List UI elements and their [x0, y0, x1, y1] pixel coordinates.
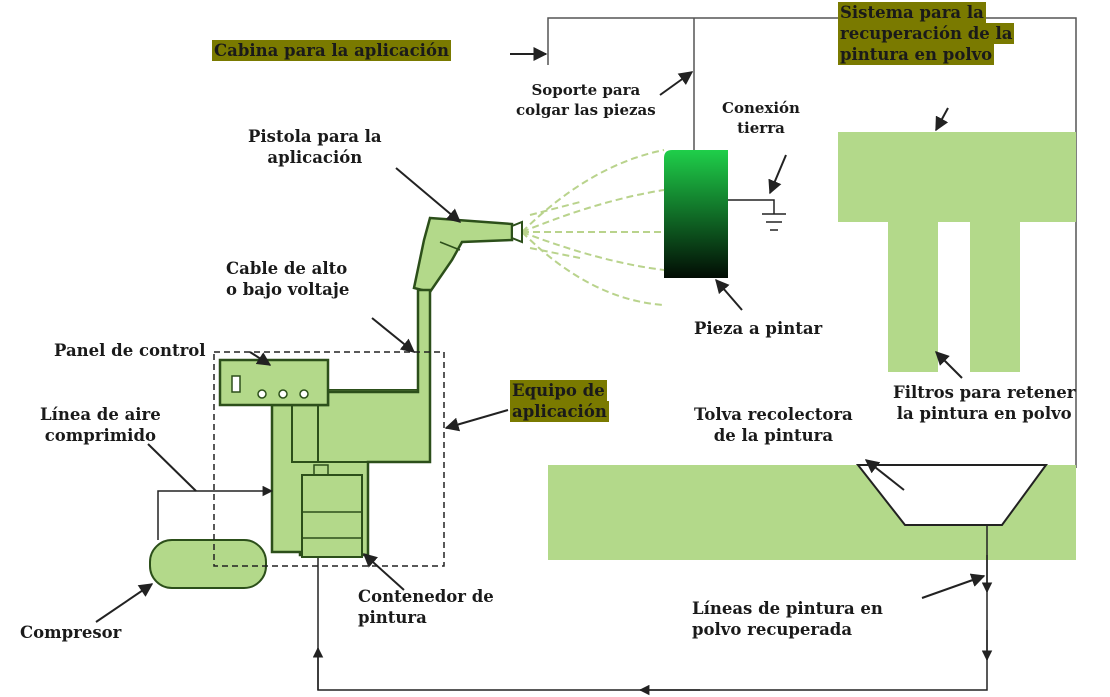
ground-symbol	[728, 199, 786, 231]
label-tolva: Tolva recolectora de la pintura	[694, 404, 853, 446]
label-cable-line-1: Cable de alto	[226, 259, 348, 278]
label-tolva-line-1: Tolva recolectora	[694, 405, 853, 424]
label-compresor: Compresor	[20, 622, 121, 643]
label-sistema-line-1: Sistema para la	[838, 2, 986, 23]
panel-knob-2	[278, 389, 288, 399]
high-voltage-cable	[320, 290, 423, 395]
label-pointers	[95, 47, 986, 623]
panel-knob-1	[257, 389, 267, 399]
label-contenedor-line-2: pintura	[358, 608, 427, 627]
spray-gun	[412, 216, 523, 294]
container-connector	[313, 464, 329, 476]
part-to-paint	[664, 150, 728, 278]
label-sistema-line-3: pintura en polvo	[838, 44, 995, 65]
label-linea-aire: Línea de aire comprimido	[40, 404, 161, 446]
label-filtros-line-1: Filtros para retener	[893, 383, 1076, 402]
label-linea-aire-line-2: comprimido	[44, 426, 156, 445]
label-sistema: Sistema para la recuperación de la pintu…	[838, 2, 1015, 65]
filter-left	[888, 222, 938, 372]
label-equipo-line-1: Equipo de	[510, 380, 607, 401]
label-tolva-line-2: de la pintura	[713, 426, 834, 445]
label-filtros-line-2: la pintura en polvo	[896, 404, 1072, 423]
label-soporte-line-2: colgar las piezas	[516, 101, 656, 119]
panel-display	[231, 375, 241, 393]
label-compresor-text: Compresor	[20, 623, 122, 642]
label-pistola-line-1: Pistola para la	[248, 127, 382, 146]
label-linea-aire-line-1: Línea de aire	[40, 405, 161, 424]
label-pieza: Pieza a pintar	[694, 318, 822, 339]
label-contenedor-line-1: Contenedor de	[358, 587, 494, 606]
internal-pipe	[291, 405, 368, 463]
label-pistola-line-2: aplicación	[267, 148, 363, 167]
compressor-tank	[149, 539, 267, 589]
label-conexion-line-2: tierra	[737, 119, 785, 137]
control-panel-box	[218, 358, 330, 407]
paint-container	[301, 474, 363, 558]
label-cabina-text: Cabina para la aplicación	[212, 40, 451, 61]
powder-return-line	[317, 525, 988, 691]
collection-hopper	[855, 464, 1048, 526]
filter-right	[970, 222, 1020, 372]
label-pieza-text: Pieza a pintar	[694, 319, 823, 338]
label-pistola: Pistola para la aplicación	[248, 126, 382, 168]
label-sistema-line-2: recuperación de la	[838, 23, 1015, 44]
label-contenedor: Contenedor de pintura	[358, 586, 494, 628]
label-filtros: Filtros para retener la pintura en polvo	[893, 382, 1075, 424]
label-soporte: Soporte para colgar las piezas	[516, 80, 656, 120]
compressed-air-line	[157, 485, 274, 540]
label-conexion: Conexión tierra	[722, 98, 800, 138]
label-equipo: Equipo de aplicación	[510, 380, 609, 422]
label-lineas-pintura: Líneas de pintura en polvo recuperada	[692, 598, 883, 640]
label-cable-line-2: o bajo voltaje	[226, 280, 350, 299]
application-equipment-boundary	[213, 351, 445, 567]
label-panel-text: Panel de control	[54, 341, 206, 360]
recovery-hood	[838, 132, 1076, 222]
high-voltage-cable-inner	[320, 290, 422, 394]
booth-outline	[547, 17, 1077, 468]
label-soporte-line-1: Soporte para	[531, 81, 641, 99]
label-equipo-line-2: aplicación	[510, 401, 609, 422]
spray-pattern	[521, 149, 665, 306]
panel-knob-3	[299, 389, 309, 399]
label-lineas-pintura-line-1: Líneas de pintura en	[692, 599, 883, 618]
label-panel: Panel de control	[54, 340, 206, 361]
label-cabina: Cabina para la aplicación	[212, 40, 451, 61]
label-lineas-pintura-line-2: polvo recuperada	[692, 620, 853, 639]
label-cable: Cable de alto o bajo voltaje	[226, 258, 349, 300]
label-conexion-line-1: Conexión	[722, 99, 800, 117]
